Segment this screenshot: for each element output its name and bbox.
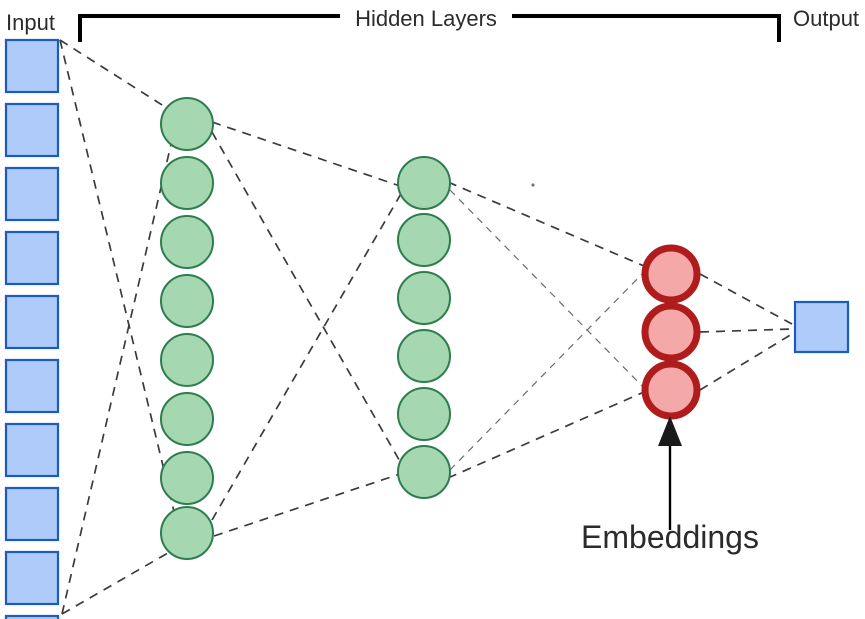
connections-hidden1-to-hidden2: [211, 121, 403, 537]
input-node[interactable]: [4, 614, 60, 619]
connections-hidden2-to-embeddings: [447, 181, 647, 479]
input-node[interactable]: [4, 422, 60, 478]
connection-line: [447, 391, 645, 479]
connection-line: [61, 545, 181, 615]
input-node[interactable]: [4, 230, 60, 286]
connection-line: [211, 131, 403, 466]
connection-line: [61, 139, 173, 615]
input-node[interactable]: [4, 102, 60, 158]
connection-line: [59, 39, 171, 111]
bracket-right-segment: [512, 14, 781, 42]
hidden-node[interactable]: [397, 271, 451, 325]
input-node[interactable]: [4, 550, 60, 606]
hidden-node[interactable]: [397, 156, 451, 210]
connection-line: [699, 333, 793, 391]
hidden-node[interactable]: [160, 156, 214, 210]
connection-line: [211, 191, 403, 521]
hidden-node[interactable]: [160, 506, 214, 560]
input-node[interactable]: [4, 38, 60, 94]
connection-line: [447, 181, 645, 267]
hidden-node[interactable]: [397, 445, 451, 499]
input-node[interactable]: [4, 486, 60, 542]
hidden-node[interactable]: [160, 215, 214, 269]
embedding-layer: [641, 244, 701, 420]
hidden-layers-label: Hidden Layers: [355, 6, 497, 31]
connections-embeddings-to-output: [699, 273, 793, 391]
embedding-node[interactable]: [641, 244, 701, 304]
connections-input-to-hidden1: [59, 39, 181, 615]
connection-line: [213, 473, 401, 537]
hidden-node[interactable]: [160, 333, 214, 387]
hidden-node[interactable]: [160, 274, 214, 328]
embeddings-callout: Embeddings: [581, 416, 759, 555]
hidden-node[interactable]: [397, 329, 451, 383]
hidden-node[interactable]: [160, 97, 214, 151]
embedding-node[interactable]: [641, 360, 701, 420]
hidden-layer-1: [160, 97, 214, 560]
embeddings-label: Embeddings: [581, 519, 759, 555]
connection-line: [449, 189, 647, 391]
hidden-node[interactable]: [397, 213, 451, 267]
connection-line: [699, 273, 793, 325]
bracket-left-segment: [78, 14, 340, 42]
input-label: Input: [6, 10, 55, 35]
embedding-node[interactable]: [641, 302, 701, 362]
connection-line: [699, 328, 793, 333]
hidden-node[interactable]: [160, 392, 214, 446]
hidden-node[interactable]: [160, 451, 214, 505]
output-node[interactable]: [793, 300, 850, 354]
stray-dot: [531, 183, 535, 187]
input-layer: [4, 38, 60, 619]
input-node[interactable]: [4, 358, 60, 414]
hidden-node[interactable]: [397, 387, 451, 441]
hidden-layers-bracket: [78, 14, 781, 42]
connection-line: [59, 39, 179, 529]
embeddings-arrow-head: [658, 416, 682, 446]
output-label: Output: [793, 6, 859, 31]
hidden-layer-2: [397, 156, 451, 499]
connection-line: [211, 121, 401, 187]
input-node[interactable]: [4, 294, 60, 350]
output-layer: [793, 300, 850, 354]
input-node[interactable]: [4, 166, 60, 222]
connection-line: [449, 269, 647, 471]
